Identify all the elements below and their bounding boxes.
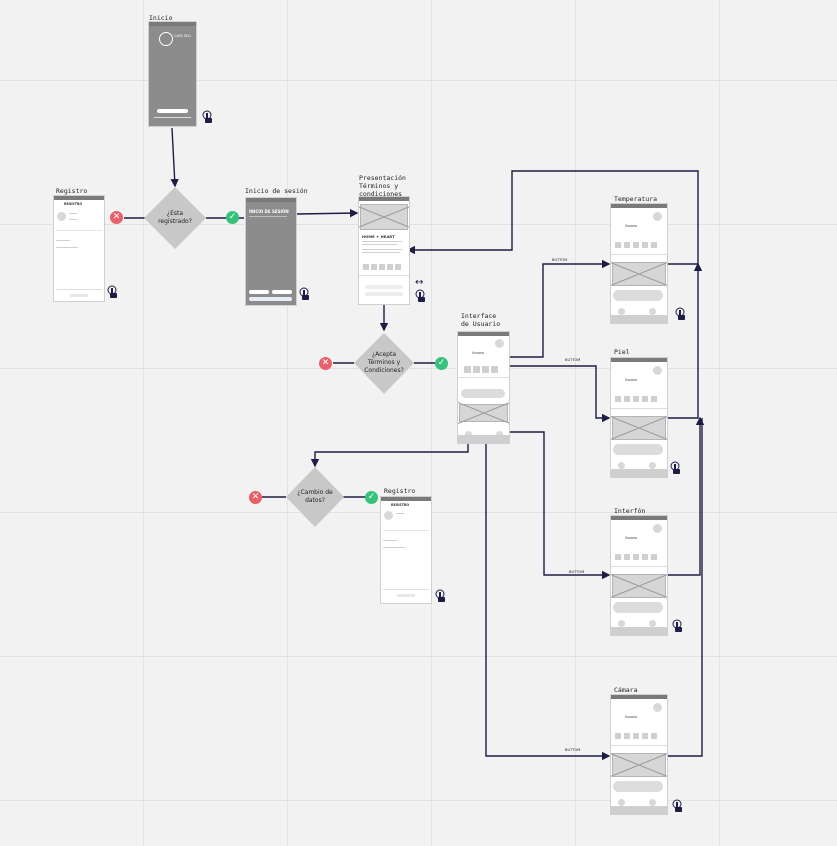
- edge-label-buttom-4: BUTTOM: [565, 748, 581, 752]
- close-icon: ✕: [319, 357, 332, 370]
- usuario-label: Usuario: [625, 536, 638, 540]
- sesion-title: INICIO DE SESIÓN: [249, 209, 289, 214]
- pointer-hand-icon: [670, 461, 680, 474]
- edge-to-interfon: [483, 431, 611, 580]
- label-interfon: Interfón: [614, 507, 646, 515]
- edge-sesion-presentacion: [296, 208, 359, 218]
- label-inicio-sesion: Inicio de sesión: [245, 187, 308, 195]
- label-camara: Cámara: [614, 686, 638, 694]
- pointer-hand-icon: [672, 619, 682, 632]
- label-interface: Interface de Usuario: [461, 312, 501, 328]
- pointer-hand-icon: [675, 307, 685, 320]
- registro2-title: REGISTRO: [391, 503, 410, 507]
- screen-interfon: Usuario: [611, 516, 667, 635]
- label-registro-2: Registro: [384, 487, 416, 495]
- pointer-hand-icon: [202, 110, 212, 123]
- edge-inicio-decision: [170, 127, 179, 188]
- screen-inicio-sesion: INICIO DE SESIÓN: [246, 198, 296, 305]
- double-arrow-icon: ↔: [415, 277, 424, 288]
- logo-icon: [159, 32, 173, 46]
- sesion-button-left[interactable]: [249, 290, 269, 294]
- close-icon: ✕: [110, 211, 123, 224]
- screen-temperatura: Usuario: [611, 204, 667, 323]
- check-icon: ✓: [435, 357, 448, 370]
- decision-acepta: ¿Acepta Términos y Condiciones?: [364, 351, 404, 374]
- decision-registrado-shape: [144, 187, 206, 249]
- label-inicio: Inicio: [149, 14, 173, 22]
- label-presentacion: Presentación Términos y condiciones: [359, 174, 406, 198]
- pointer-hand-icon: [672, 799, 682, 812]
- close-icon: ✕: [249, 491, 262, 504]
- screen-piel: Usuario: [611, 358, 667, 477]
- screen-registro-2: REGISTRO: [381, 497, 431, 603]
- pointer-hand-icon: [107, 285, 117, 298]
- screen-interface: Usuario: [458, 332, 509, 443]
- edge-label-buttom-3: BUTTOM: [569, 570, 585, 574]
- edge-label-buttom-1: BUTTOM: [552, 258, 568, 262]
- check-icon: ✓: [226, 211, 239, 224]
- decision-cambio: ¿Cambio de datos?: [297, 489, 333, 504]
- home-heart-title: HOME + HEART: [362, 234, 395, 239]
- usuario-label: Usuario: [625, 224, 638, 228]
- decision-registrado: ¿Esta registrado?: [158, 210, 192, 225]
- logo-text: CARE SELL: [174, 34, 192, 38]
- edge-to-piel: [468, 365, 611, 423]
- decision-acepta-shape: [354, 333, 414, 394]
- usuario-label: Usuario: [625, 715, 638, 719]
- label-temperatura: Temperatura: [614, 195, 658, 203]
- sesion-button-main[interactable]: [249, 297, 292, 301]
- pointer-hand-icon: [299, 287, 309, 300]
- pointer-hand-icon: [415, 289, 425, 302]
- sesion-button-right[interactable]: [272, 290, 292, 294]
- usuario-label: Usuario: [472, 351, 485, 355]
- screen-camara: Usuario: [611, 695, 667, 814]
- start-button[interactable]: [157, 109, 188, 113]
- label-registro: Registro: [56, 187, 88, 195]
- edge-piel-back: [667, 262, 703, 419]
- label-piel: Piel: [614, 348, 630, 356]
- edge-to-camara: [485, 432, 611, 761]
- edge-label-buttom-2: BUTTOM: [565, 358, 581, 362]
- edge-interface-cambio: [310, 443, 469, 468]
- check-icon: ✓: [365, 491, 378, 504]
- edge-camara-back: [667, 418, 703, 757]
- screen-registro: REGISTRO: [54, 196, 104, 301]
- edge-interfon-back: [667, 416, 705, 576]
- screen-presentacion: HOME + HEART: [359, 197, 409, 304]
- usuario-label: Usuario: [625, 378, 638, 382]
- registro-title: REGISTRO: [64, 202, 83, 206]
- decision-cambio-shape: [286, 467, 344, 527]
- pointer-hand-icon: [435, 589, 445, 602]
- screen-inicio: CARE SELL: [149, 22, 196, 126]
- edge-temperatura-back: [406, 170, 699, 265]
